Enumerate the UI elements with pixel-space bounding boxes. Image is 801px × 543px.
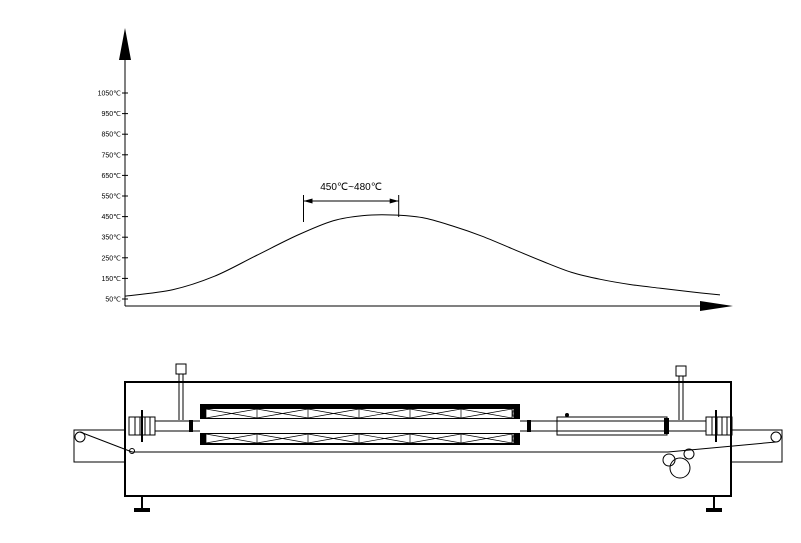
tension-wheels <box>662 448 695 479</box>
y-tick-label: 350℃ <box>101 235 121 242</box>
y-tick-label: 50℃ <box>105 297 121 304</box>
right-end-plate <box>730 429 783 463</box>
heating-coil <box>200 404 520 445</box>
support-rod-left <box>175 363 187 420</box>
outlet-section <box>556 416 668 436</box>
left-end-plate <box>73 429 126 463</box>
y-tick-label: 550℃ <box>101 194 121 201</box>
temperature-curve <box>124 214 721 297</box>
y-axis-ticks <box>122 92 128 300</box>
furnace-apparatus <box>73 363 783 512</box>
y-tick-label: 750℃ <box>101 152 121 159</box>
y-tick-label: 1050℃ <box>98 91 122 98</box>
right-coupling <box>705 410 733 442</box>
x-axis-arrow <box>700 301 733 311</box>
range-label: 450℃~480℃ <box>320 182 382 193</box>
support-rod-right <box>675 365 687 420</box>
y-tick-label: 450℃ <box>101 214 121 221</box>
range-annotation: 450℃~480℃ <box>303 182 400 222</box>
right-pulley <box>770 431 782 443</box>
y-axis-arrow <box>119 28 131 60</box>
y-tick-label: 850℃ <box>101 132 121 139</box>
y-axis-tick-labels: 50℃ 150℃ 250℃ 350℃ 450℃ 550℃ 650℃ 750℃ 850℃ 950℃ 1… <box>98 91 122 304</box>
feet <box>134 496 722 512</box>
range-arrow-left <box>303 198 313 204</box>
y-tick-label: 150℃ <box>101 276 121 283</box>
left-coupling <box>128 410 156 442</box>
temperature-profile-chart: 50℃ 150℃ 250℃ 350℃ 450℃ 550℃ 650℃ 750℃ 850℃ 950℃ 1… <box>98 28 733 311</box>
y-tick-label: 950℃ <box>101 111 121 118</box>
range-arrow-right <box>389 198 399 204</box>
y-tick-label: 650℃ <box>101 173 121 180</box>
y-tick-label: 250℃ <box>101 255 121 262</box>
